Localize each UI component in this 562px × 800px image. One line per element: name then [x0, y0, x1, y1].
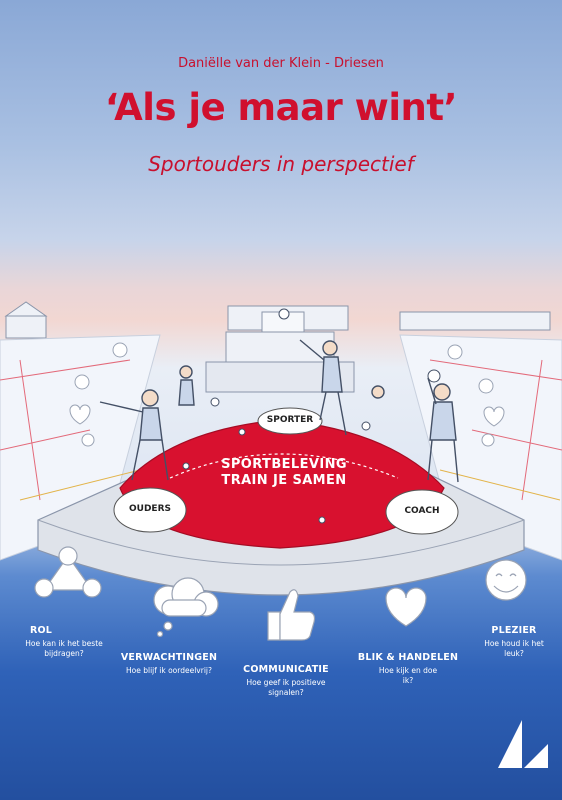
label-coach: COACH: [404, 506, 440, 516]
label-ouders: OUDERS: [129, 504, 171, 514]
heart-icon: [385, 587, 427, 627]
theme-plezier: PLEZIER Hoe houd ik het leuk?: [474, 625, 554, 659]
center-label-line2: TRAIN JE SAMEN: [221, 473, 347, 488]
theme-rol-title: ROL: [30, 625, 53, 636]
book-subtitle: Sportouders in perspectief: [148, 152, 414, 176]
triangle-people-icon: [34, 546, 102, 598]
book-title: ‘Als je maar wint’: [104, 86, 458, 129]
theme-blik-handelen-title: BLIK & HANDELEN: [357, 652, 459, 663]
center-label: SPORTBELEVING TRAIN JE SAMEN: [200, 457, 368, 489]
theme-blik-handelen-question: Hoe kijk en doe ik?: [378, 666, 438, 685]
theme-rol: ROL Hoe kan ik het beste bijdragen?: [16, 625, 112, 659]
node-ouders: [113, 487, 187, 533]
theme-communicatie-title: COMMUNICATIE: [243, 664, 329, 675]
center-label-line1: SPORTBELEVING: [221, 457, 347, 472]
theme-verwachtingen-question: Hoe blijf ik oordeelvrij?: [126, 666, 212, 675]
theme-plezier-title: PLEZIER: [491, 625, 537, 636]
figures: [99, 339, 459, 483]
node-sporter: [257, 407, 323, 435]
side-icons: [69, 342, 505, 447]
theme-verwachtingen: VERWACHTINGEN Hoe blijf ik oordeelvrij?: [116, 652, 222, 676]
theme-plezier-question: Hoe houd ik het leuk?: [484, 639, 544, 658]
theme-verwachtingen-title: VERWACHTINGEN: [120, 652, 218, 663]
theme-rol-question: Hoe kan ik het beste bijdragen?: [25, 639, 103, 658]
buildings: [4, 301, 551, 339]
label-sporter: SPORTER: [266, 415, 314, 425]
author-name: Daniëlle van der Klein - Driesen: [178, 56, 384, 71]
theme-communicatie: COMMUNICATIE Hoe geef ik positieve signa…: [236, 664, 336, 698]
node-coach: [385, 489, 459, 535]
theme-communicatie-question: Hoe geef ik positieve signalen?: [246, 678, 326, 697]
thumbs-up-icon: [267, 589, 316, 641]
smiley-icon: [485, 559, 527, 601]
publisher-logo: [498, 720, 548, 768]
thought-cloud-icon: [153, 577, 219, 638]
theme-blik-handelen: BLIK & HANDELEN Hoe kijk en doe ik?: [356, 652, 460, 686]
balls: [182, 308, 441, 524]
red-platform: [119, 419, 445, 549]
podium: [205, 311, 355, 393]
